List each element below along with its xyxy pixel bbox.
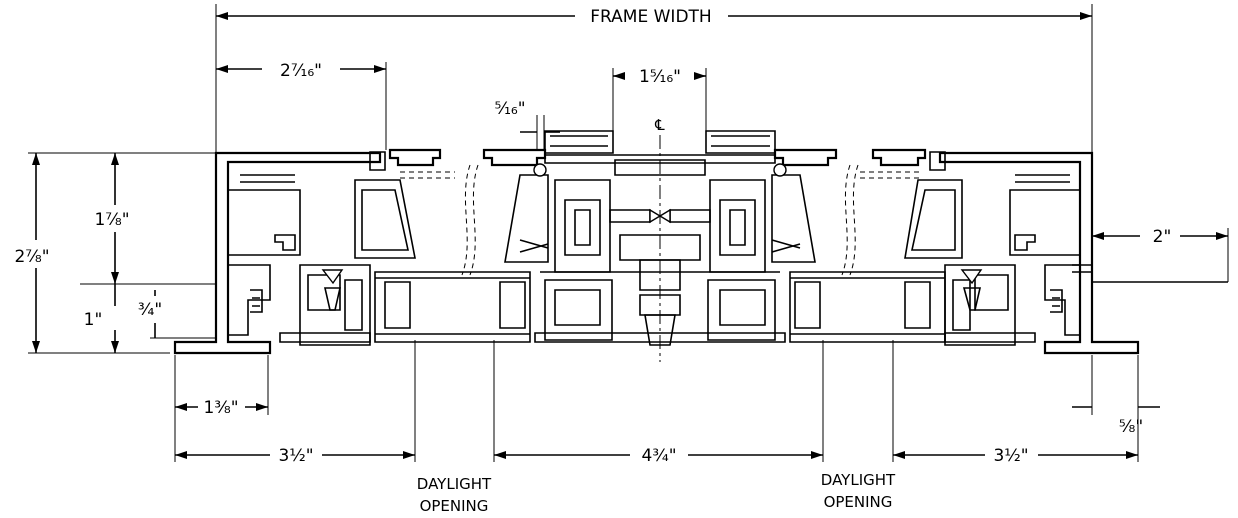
dim-1-3-8-label: 1³⁄₈" xyxy=(203,398,238,418)
daylight-opening-right-line1: DAYLIGHT xyxy=(821,471,896,489)
dim-4-3-4-label: 4¾" xyxy=(641,446,676,466)
daylight-opening-left-line2: OPENING xyxy=(420,497,489,515)
dim-2-label: 2" xyxy=(1153,227,1172,247)
dim-2-7-16: 2⁷⁄₁₆" xyxy=(216,61,387,150)
left-glass-pane xyxy=(374,164,531,343)
dim-5-8-label: ⁵⁄₈" xyxy=(1119,417,1143,437)
dim-2: 2" xyxy=(1092,227,1229,282)
right-glazing-stop xyxy=(871,148,1036,346)
frame-width-dimension: FRAME WIDTH xyxy=(215,4,1093,155)
frame-width-label: FRAME WIDTH xyxy=(590,7,711,27)
dim-2-7-8-label: 2⁷⁄₈" xyxy=(14,247,49,267)
dim-3-4: ³⁄₄" xyxy=(138,290,216,339)
dim-3-4-label: ³⁄₄" xyxy=(138,300,162,320)
daylight-opening-right-line2: OPENING xyxy=(824,493,893,511)
left-frame-jamb xyxy=(80,151,382,355)
daylight-opening-left-line1: DAYLIGHT xyxy=(417,475,492,493)
dim-5-8: ⁵⁄₈" xyxy=(1072,355,1160,462)
bottom-dimension-string: 3½" 4¾" 3½" DAYLIGHT OPENING DAYLIGHT OP… xyxy=(175,340,1138,515)
dim-3-1-2-right-label: 3½" xyxy=(993,446,1028,466)
dim-1-label: 1" xyxy=(84,310,103,330)
dim-1-7-8: 1⁷⁄₈" xyxy=(94,153,130,284)
dim-2-7-16-label: 2⁷⁄₁₆" xyxy=(280,61,322,81)
dim-5-16: ⁵⁄₁₆" xyxy=(494,99,560,150)
center-mullion xyxy=(482,130,838,346)
dim-1-7-8-label: 1⁷⁄₈" xyxy=(94,210,129,230)
right-frame-jamb xyxy=(938,151,1228,355)
dim-1-5-16-label: 1⁵⁄₁₆" xyxy=(639,67,681,87)
left-glazing-stop xyxy=(279,148,442,346)
centerline-symbol: ℄ xyxy=(654,116,665,134)
dim-1-3-8: 1³⁄₈" xyxy=(174,355,269,462)
centerline: ℄ xyxy=(654,116,665,362)
dim-5-16-label: ⁵⁄₁₆" xyxy=(494,99,525,119)
dim-3-1-2-left-label: 3½" xyxy=(278,446,313,466)
dim-2-7-8: 2⁷⁄₈" xyxy=(14,152,216,354)
